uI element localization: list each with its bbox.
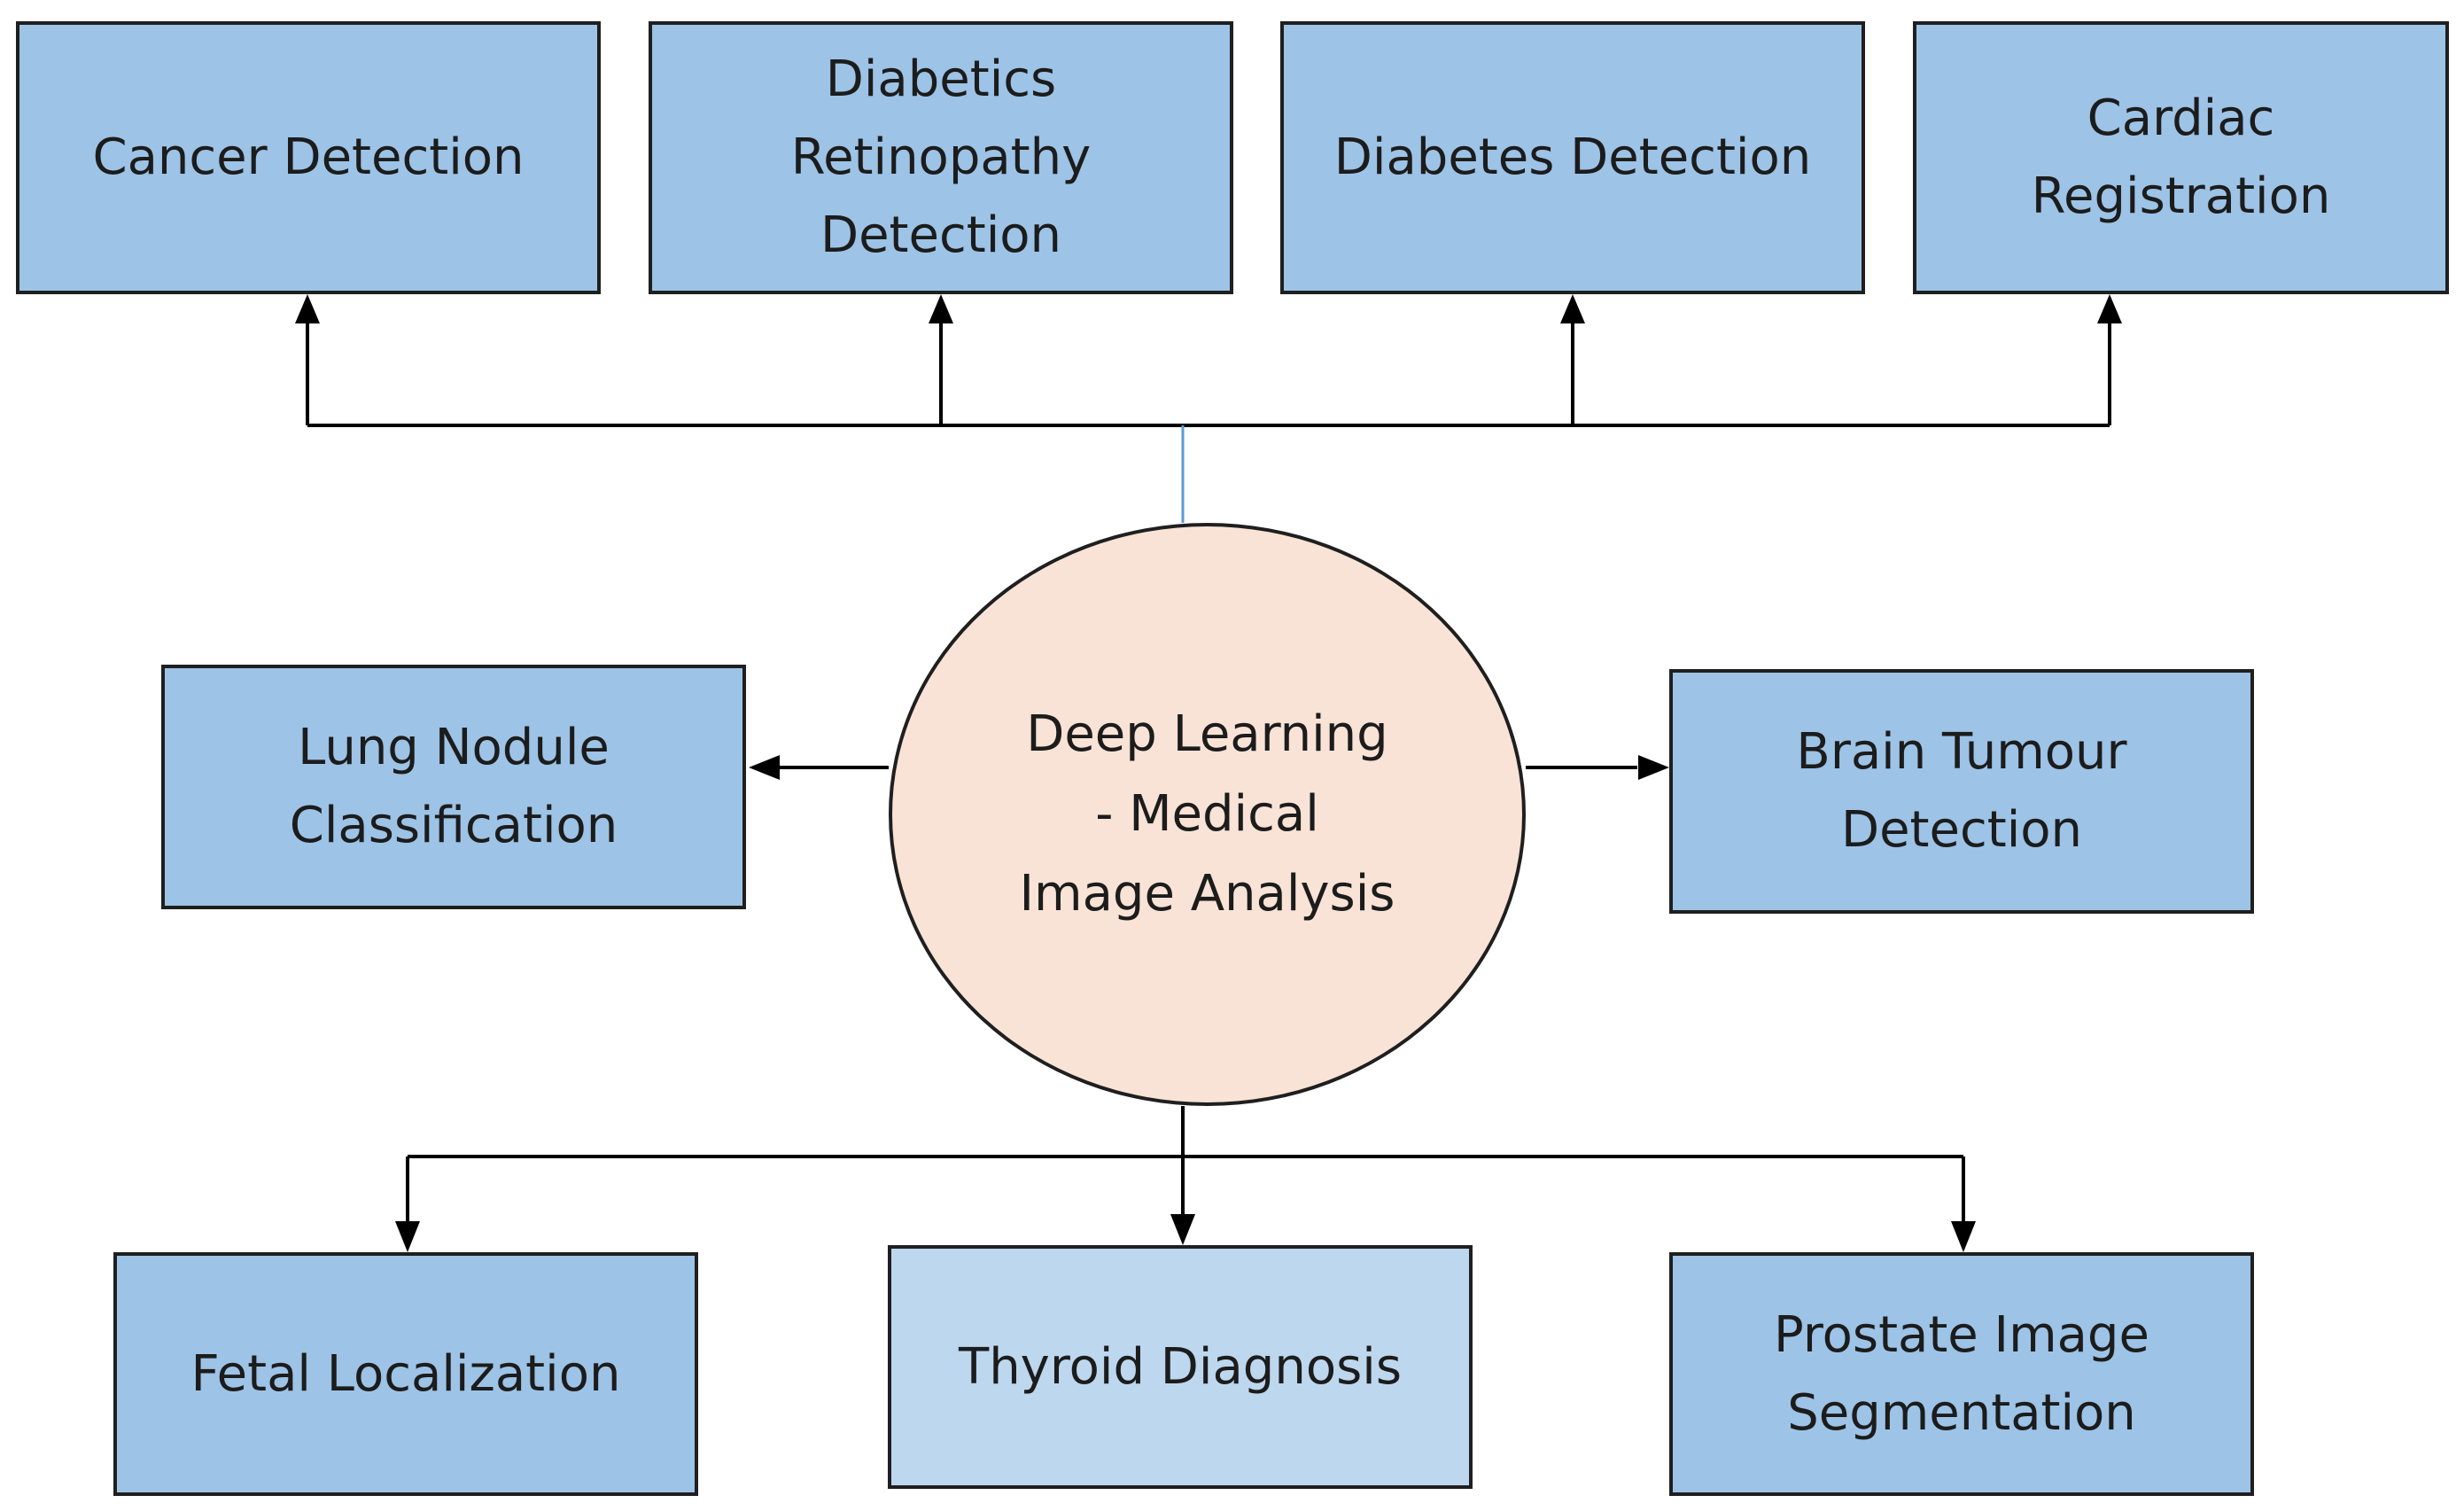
brain-tumour-label: Brain Tumour Detection: [1796, 723, 2127, 859]
prostate-segmentation-label: Prostate Image Segmentation: [1774, 1305, 2149, 1442]
arrowhead-fetal-localization: [395, 1221, 420, 1252]
arrowhead-lung-nodule: [749, 755, 780, 780]
cancer-detection-label: Cancer Detection: [92, 129, 525, 186]
brain-tumour-box: Brain Tumour Detection: [1669, 669, 2254, 914]
arrowhead-cardiac-registration: [2097, 294, 2122, 323]
arrowhead-brain-tumour: [1638, 755, 1669, 780]
lung-nodule-box: Lung Nodule Classification: [161, 665, 746, 909]
prostate-segmentation-box: Prostate Image Segmentation: [1669, 1252, 2254, 1496]
arrowhead-thyroid-diagnosis: [1170, 1214, 1195, 1245]
arrowhead-prostate-segmentation: [1951, 1221, 1976, 1252]
fetal-localization-box: Fetal Localization: [113, 1252, 698, 1496]
cancer-detection-box: Cancer Detection: [16, 21, 601, 294]
center-node: Deep Learning - Medical Image Analysis: [889, 523, 1526, 1106]
diabetes-detection-box: Diabetes Detection: [1280, 21, 1865, 294]
lung-nodule-label: Lung Nodule Classification: [289, 719, 618, 854]
arrowhead-cancer-detection: [295, 294, 320, 323]
center-label: Deep Learning - Medical Image Analysis: [1019, 705, 1395, 923]
cardiac-registration-box: Cardiac Registration: [1913, 21, 2449, 294]
diabetic-retinopathy-box: Diabetics Retinopathy Detection: [649, 21, 1233, 294]
arrowhead-diabetic-retinopathy: [929, 294, 953, 323]
fetal-localization-label: Fetal Localization: [190, 1344, 621, 1403]
thyroid-diagnosis-label: Thyroid Diagnosis: [958, 1337, 1402, 1396]
thyroid-diagnosis-box: Thyroid Diagnosis: [888, 1245, 1473, 1489]
diabetic-retinopathy-label: Diabetics Retinopathy Detection: [790, 51, 1092, 264]
arrowhead-diabetes-detection: [1560, 294, 1585, 323]
cardiac-registration-label: Cardiac Registration: [2031, 90, 2331, 225]
diabetes-detection-label: Diabetes Detection: [1333, 129, 1812, 186]
